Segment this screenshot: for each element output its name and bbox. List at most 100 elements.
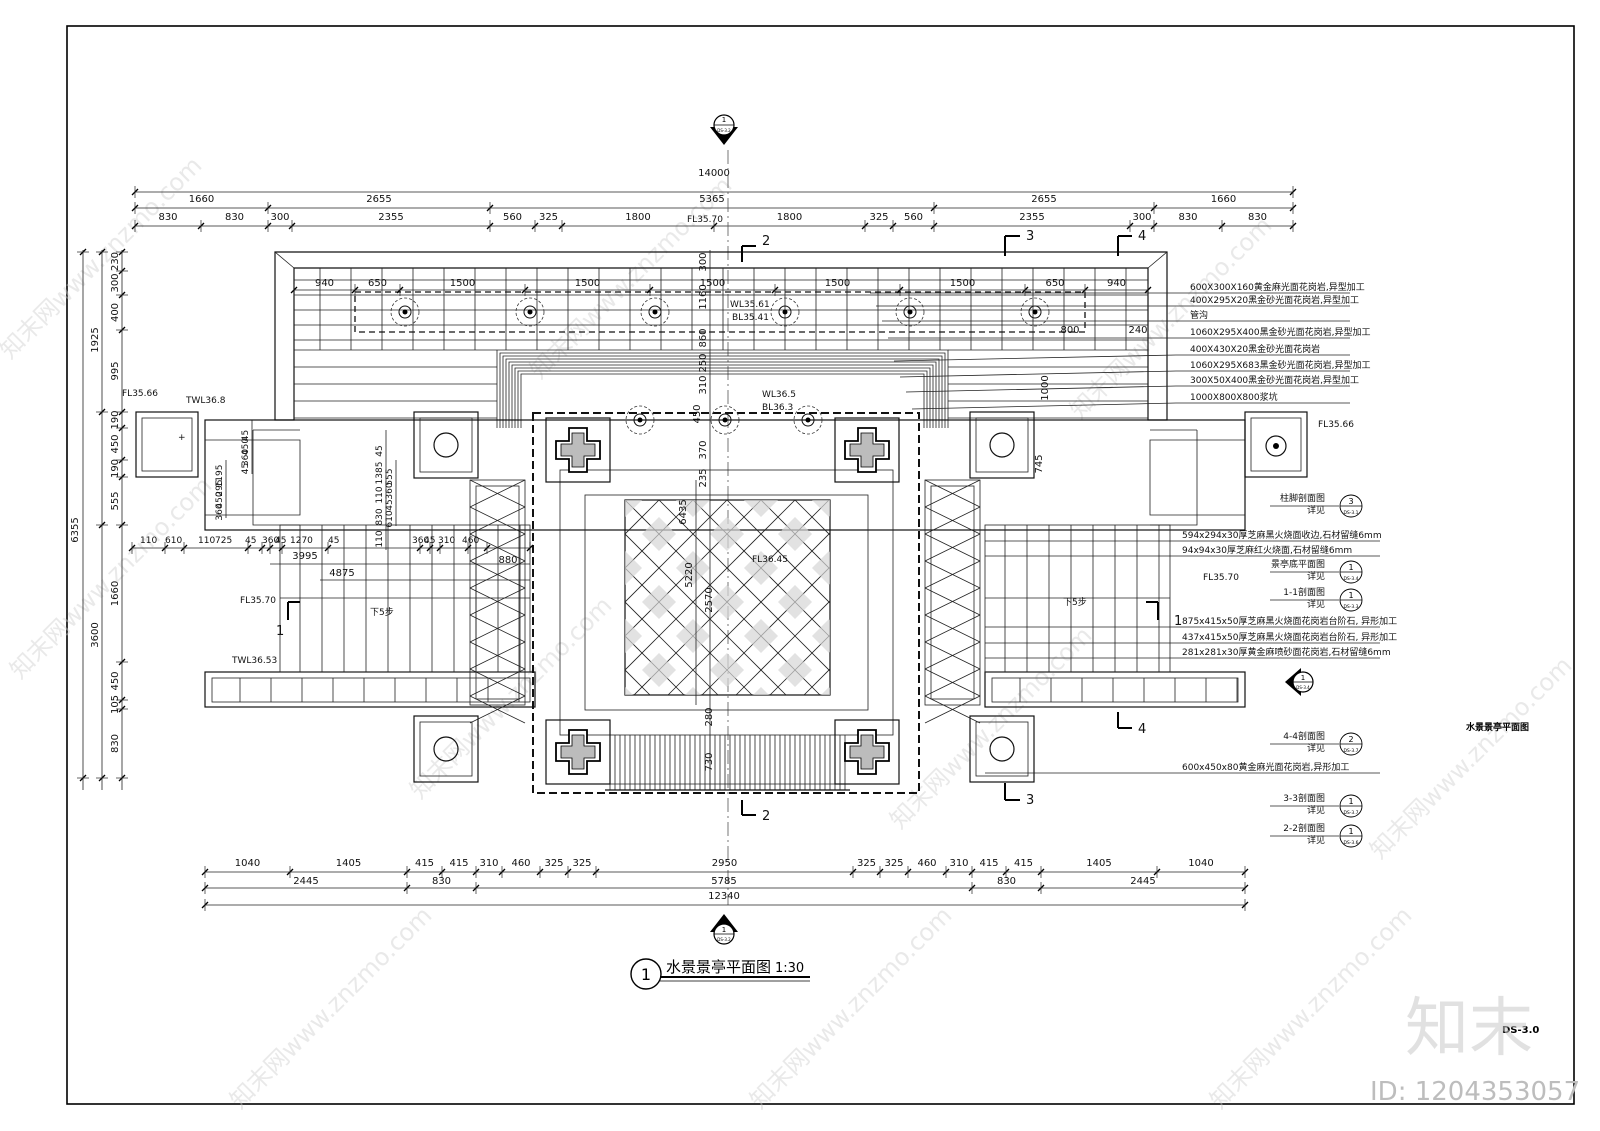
dim-top-row2: 2655 (1031, 194, 1056, 205)
dim-top-row3: 830 (158, 212, 177, 223)
svg-text:知末网www.znzmo.com: 知末网www.znzmo.com (0, 151, 207, 364)
dim-bottom-row1: 310 (949, 858, 968, 869)
dim-mid: 45 (424, 536, 435, 546)
dim-row: 1500 (575, 278, 600, 289)
svg-text:下5步: 下5步 (370, 607, 394, 618)
svg-text:知末网www.znzmo.com: 知末网www.znzmo.com (884, 621, 1097, 834)
dim-left-row: 190 (110, 459, 121, 478)
dim-mid: 360 (412, 536, 429, 546)
callout-upper: 1060X295X400黑金砂光面花岗岩,异型加工 (1190, 326, 1370, 338)
dim-left-row: 450 (110, 434, 121, 453)
svg-text:DS-3.4: DS-3.4 (1296, 685, 1310, 690)
svg-text:DS-3.7: DS-3.7 (1343, 810, 1358, 816)
dim-mid: 45 (245, 536, 256, 546)
dim-mid: 610 (165, 536, 182, 546)
svg-text:知末网www.znzmo.com: 知末网www.znzmo.com (1364, 651, 1577, 864)
callout-lower: 600x450x80黄金麻光面花岗岩,异形加工 (1182, 761, 1349, 773)
drawing-title-text: 水景景亭平面图 (666, 958, 771, 976)
dim-center: 5220 (684, 562, 695, 587)
dim-bottom-row1: 325 (544, 858, 563, 869)
svg-text:2: 2 (762, 234, 770, 249)
svg-text:1925: 1925 (90, 327, 101, 352)
dim-center: 860 (698, 328, 709, 347)
dim-top-row3: 300 (270, 212, 289, 223)
dim-left-inner: 360 (215, 503, 225, 520)
dim-left-inner: 830 (375, 508, 385, 525)
svg-text:FL35.66: FL35.66 (122, 389, 158, 399)
section-marks: 1 1 2 2 3 3 4 4 (276, 229, 1182, 824)
svg-text:DS-3.2: DS-3.2 (717, 128, 731, 133)
dim-center: 1000 (1040, 375, 1051, 400)
svg-text:1: 1 (722, 116, 726, 124)
dim-bottom-row2: 830 (997, 876, 1016, 887)
dim-row: 650 (368, 278, 387, 289)
dim-top-row2: 1660 (189, 194, 214, 205)
dim-overall-bottom: 12340 (708, 891, 740, 902)
dim-row: 1500 (700, 278, 725, 289)
level-labels: FL35.70 WL35.61 BL35.41 WL36.5 BL36.3 FL… (122, 215, 1354, 666)
dim-mid: 725 (215, 536, 232, 546)
dim-left-row: 995 (110, 361, 121, 380)
svg-text:FL36.45: FL36.45 (752, 555, 788, 565)
svg-text:2: 2 (1348, 735, 1353, 744)
dim-bottom-row2: 2445 (1130, 876, 1155, 887)
svg-text:1: 1 (1174, 614, 1182, 629)
dim-row: 940 (1107, 278, 1126, 289)
dim-left-inner: 45 (385, 499, 395, 510)
svg-text:2: 2 (762, 809, 770, 824)
callout-upper: 400X295X20黑金砂光面花岗岩,异型加工 (1190, 294, 1359, 306)
watermark-brand: 知末 (1405, 992, 1533, 1066)
svg-text:下5步: 下5步 (1063, 597, 1087, 608)
dim-left-row: 555 (110, 491, 121, 510)
svg-text:1: 1 (1301, 674, 1305, 682)
dim-bottom-row1: 460 (511, 858, 530, 869)
dim-left-inner: 1385 (375, 462, 385, 485)
svg-text:WL36.5: WL36.5 (762, 390, 796, 400)
svg-text:柱脚剖面图: 柱脚剖面图 (1280, 492, 1325, 504)
svg-text:4: 4 (1138, 722, 1146, 737)
left-dimension-chain: 6355 1925 3600 2303004009951904501905551… (70, 248, 397, 790)
dim-left-row: 450 (110, 671, 121, 690)
dim-mid: 3995 (292, 551, 317, 562)
dim-top-row3: 830 (1248, 212, 1267, 223)
drawing-scale: 1:30 (775, 961, 804, 976)
callout-lower: 437x415x50厚芝麻黑火烧面花岗岩台阶石, 异形加工 (1182, 631, 1397, 643)
svg-text:FL35.70: FL35.70 (1203, 573, 1239, 583)
dim-mid: 45 (328, 536, 339, 546)
sheet-number: DS-3.0 (1502, 1025, 1539, 1036)
pavilion-roof-outline (532, 412, 920, 794)
dim-mid: 110 (140, 536, 157, 546)
svg-text:3-3剖面图: 3-3剖面图 (1283, 792, 1325, 804)
svg-text:DS-3.2: DS-3.2 (717, 937, 731, 942)
dim-center: 300 (698, 252, 709, 271)
dim-left-inner: 45 (241, 430, 251, 441)
callout-lower: 281x281x30厚黄金麻喷砂面花岗岩,石材留缝6mm (1182, 646, 1391, 658)
dim-row: 940 (315, 278, 334, 289)
svg-text:DS-3.3: DS-3.3 (1343, 604, 1358, 610)
svg-text:+: + (178, 433, 186, 443)
dim-top-row3: 1800 (777, 212, 802, 223)
dim-left-row: 230 (110, 252, 121, 271)
dim-left-row: 830 (110, 734, 121, 753)
svg-text:知末网www.znzmo.com: 知末网www.znzmo.com (744, 901, 957, 1114)
svg-text:知末网www.znzmo.com: 知末网www.znzmo.com (224, 901, 437, 1114)
dim-center: 730 (704, 752, 715, 771)
callout-lower: 94x94x30厚芝麻红火烧面,石材留缝6mm (1182, 544, 1352, 556)
dim-mid: 1270 (290, 536, 313, 546)
dim-bottom-row1: 415 (1014, 858, 1033, 869)
dim-left-inner: 295 (215, 479, 225, 496)
dim-center: 310 (698, 375, 709, 394)
svg-text:详见: 详见 (1307, 834, 1325, 846)
callout-upper: 1000X800X800浆坑 (1190, 391, 1278, 403)
dim-mid: 310 (438, 536, 455, 546)
dim-mid: 4875 (329, 568, 354, 579)
svg-text:1: 1 (1348, 563, 1353, 572)
elevation-marker-right: 1 DS-3.4 (1285, 668, 1314, 696)
dim-left-inner: 360 (385, 482, 395, 499)
dim-left-inner: 110 (375, 486, 385, 503)
